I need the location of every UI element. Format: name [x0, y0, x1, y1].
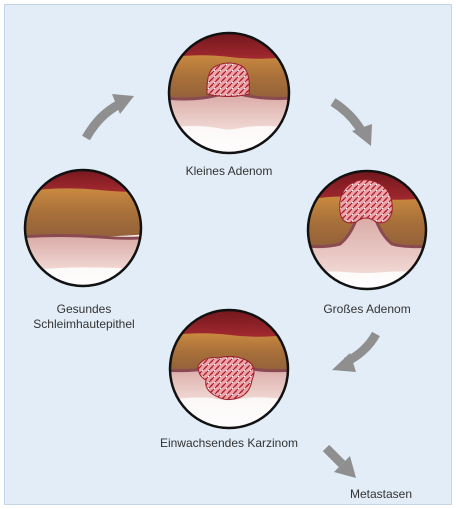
arrow-large-to-invasive	[332, 334, 376, 372]
label-metastases-text: Metastasen	[326, 487, 436, 502]
label-small-adenoma: Kleines Adenom	[164, 164, 294, 179]
small-adenoma-illustration	[165, 30, 295, 160]
label-invasive-carcinoma-text: Einwachsendes Karzinom	[144, 436, 314, 451]
invasive-carcinoma-illustration	[165, 306, 295, 436]
label-invasive-carcinoma: Einwachsendes Karzinom	[144, 436, 314, 451]
label-healthy-epithelium: Gesundes Schleimhautepithel	[13, 302, 155, 332]
arrow-healthy-to-small	[86, 94, 134, 138]
healthy-epithelium-illustration	[20, 165, 150, 295]
label-small-adenoma-text: Kleines Adenom	[164, 164, 294, 179]
label-large-adenoma-text: Großes Adenom	[306, 302, 428, 317]
label-healthy-line-1: Gesundes	[13, 302, 155, 317]
large-adenoma-illustration	[305, 168, 435, 298]
label-metastases: Metastasen	[326, 487, 436, 502]
label-healthy-line-2: Schleimhautepithel	[13, 317, 155, 332]
label-large-adenoma: Großes Adenom	[306, 302, 428, 317]
arrow-small-to-large	[333, 102, 372, 146]
arrow-invasive-to-metastases	[326, 448, 356, 478]
